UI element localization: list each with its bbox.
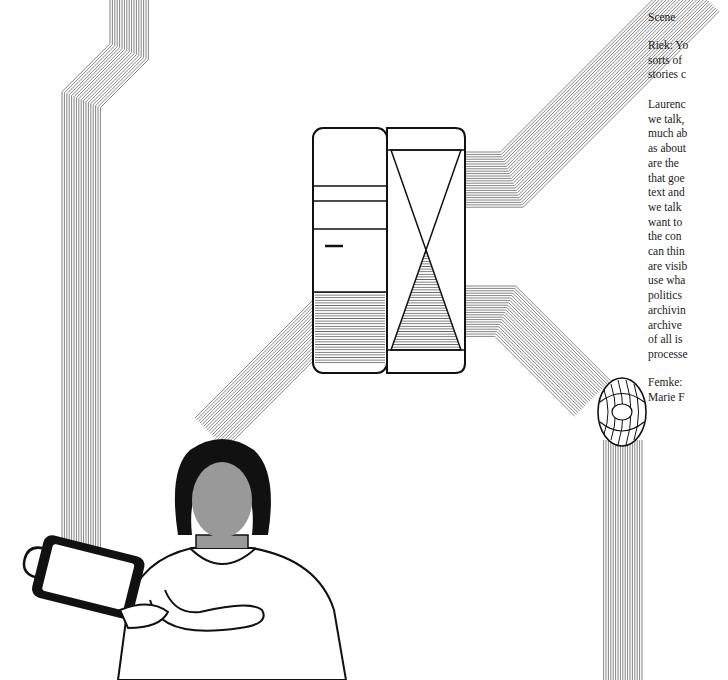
dialogue-text: Laurenc bbox=[648, 97, 686, 111]
cable-strand bbox=[440, 11, 719, 207]
dialogue-text: sorts of bbox=[648, 53, 682, 67]
cable-strand bbox=[606, 440, 607, 680]
collar bbox=[190, 548, 256, 564]
dialogue-text: Marie F bbox=[648, 390, 685, 404]
dialogue-text: that goe bbox=[648, 171, 685, 185]
dialogue-text: use wha bbox=[648, 273, 685, 287]
server-x-top bbox=[391, 150, 461, 250]
yarn-strand bbox=[634, 384, 639, 440]
cable-strand bbox=[618, 440, 619, 680]
server-line bbox=[387, 349, 465, 351]
server-line bbox=[387, 149, 465, 151]
hand bbox=[120, 604, 168, 628]
cable-strand bbox=[197, 285, 332, 420]
cable-strand bbox=[637, 440, 638, 680]
dialogue-text: the con bbox=[648, 229, 682, 243]
cable-strand bbox=[440, 10, 718, 205]
cable-strand bbox=[630, 440, 631, 680]
dialogue-text: text and bbox=[648, 185, 685, 199]
server-front bbox=[313, 128, 387, 373]
face bbox=[192, 462, 252, 538]
cable-band bbox=[604, 440, 642, 680]
cable-strand bbox=[608, 440, 609, 680]
dialogue-text: much ab bbox=[648, 126, 687, 140]
server-line bbox=[313, 291, 387, 293]
cable-strand bbox=[639, 440, 640, 680]
server-vent bbox=[315, 292, 385, 364]
cable-strand bbox=[440, 0, 694, 171]
dialogue-text: we talk, bbox=[648, 112, 684, 126]
cable-strand bbox=[603, 440, 604, 680]
cable-strand bbox=[440, 0, 704, 186]
dialogue-text: we talk bbox=[648, 200, 682, 214]
server-line bbox=[313, 185, 387, 187]
cable-strand bbox=[440, 0, 707, 190]
dialogue-text: as about bbox=[648, 141, 686, 155]
dialogue-text: can thin bbox=[648, 244, 685, 258]
cable-strand bbox=[620, 440, 621, 680]
dialogue-text: archivin bbox=[648, 303, 686, 317]
dialogue-text: are visib bbox=[648, 259, 687, 273]
dialogue-text: want to bbox=[648, 215, 682, 229]
cable-strand bbox=[634, 440, 635, 680]
server-line bbox=[313, 228, 387, 230]
cable-strand bbox=[610, 440, 611, 680]
yarn-ball bbox=[598, 378, 646, 446]
cable-strand bbox=[613, 440, 614, 680]
yarn-core bbox=[612, 404, 632, 420]
cable-strand bbox=[625, 440, 626, 680]
dialogue-text: of all is bbox=[648, 332, 683, 346]
cable-strand bbox=[440, 1, 709, 193]
tablet-screen bbox=[42, 544, 135, 611]
cable-strand bbox=[627, 440, 628, 680]
cable-strand bbox=[642, 440, 643, 680]
dialogue-text: processe bbox=[648, 347, 688, 361]
server-line bbox=[313, 200, 387, 202]
yarn-strand bbox=[604, 390, 608, 434]
cable-strand bbox=[440, 3, 711, 195]
dialogue-text: Riek: Yo bbox=[648, 38, 688, 52]
dialogue-text: Femke: bbox=[648, 375, 683, 389]
dialogue-text: Scene bbox=[648, 10, 675, 24]
dialogue-text: politics bbox=[648, 288, 682, 302]
cable-strand bbox=[440, 0, 706, 188]
cable-strand bbox=[440, 0, 684, 157]
server-side bbox=[387, 128, 465, 373]
dialogue-text: archive bbox=[648, 318, 682, 332]
cable-strand bbox=[440, 4, 712, 197]
server-tower bbox=[313, 128, 465, 373]
cable-strand bbox=[440, 0, 699, 178]
tablet-handle bbox=[21, 545, 44, 578]
cable-strand bbox=[195, 283, 330, 418]
cable-strand bbox=[440, 0, 697, 176]
cable-strand bbox=[615, 440, 616, 680]
cable-bands bbox=[62, 0, 719, 680]
cable-strand bbox=[440, 6, 714, 200]
sweater bbox=[118, 548, 346, 680]
cable-band bbox=[62, 0, 148, 592]
cable-band bbox=[440, 0, 719, 207]
yarn-outline bbox=[598, 378, 646, 446]
server-x-bottom bbox=[391, 250, 461, 350]
fringe bbox=[190, 457, 256, 475]
cable-strand bbox=[622, 440, 623, 680]
cable-strand bbox=[440, 8, 716, 203]
cable-strand bbox=[100, 0, 148, 592]
dialogue-text: are the bbox=[648, 156, 679, 170]
person-figure bbox=[16, 439, 346, 680]
cable-strand bbox=[440, 0, 695, 174]
cable-strand bbox=[98, 0, 146, 592]
drive-slot bbox=[325, 245, 343, 248]
dialogue-text: stories c bbox=[648, 67, 686, 81]
cable-strand bbox=[632, 440, 633, 680]
